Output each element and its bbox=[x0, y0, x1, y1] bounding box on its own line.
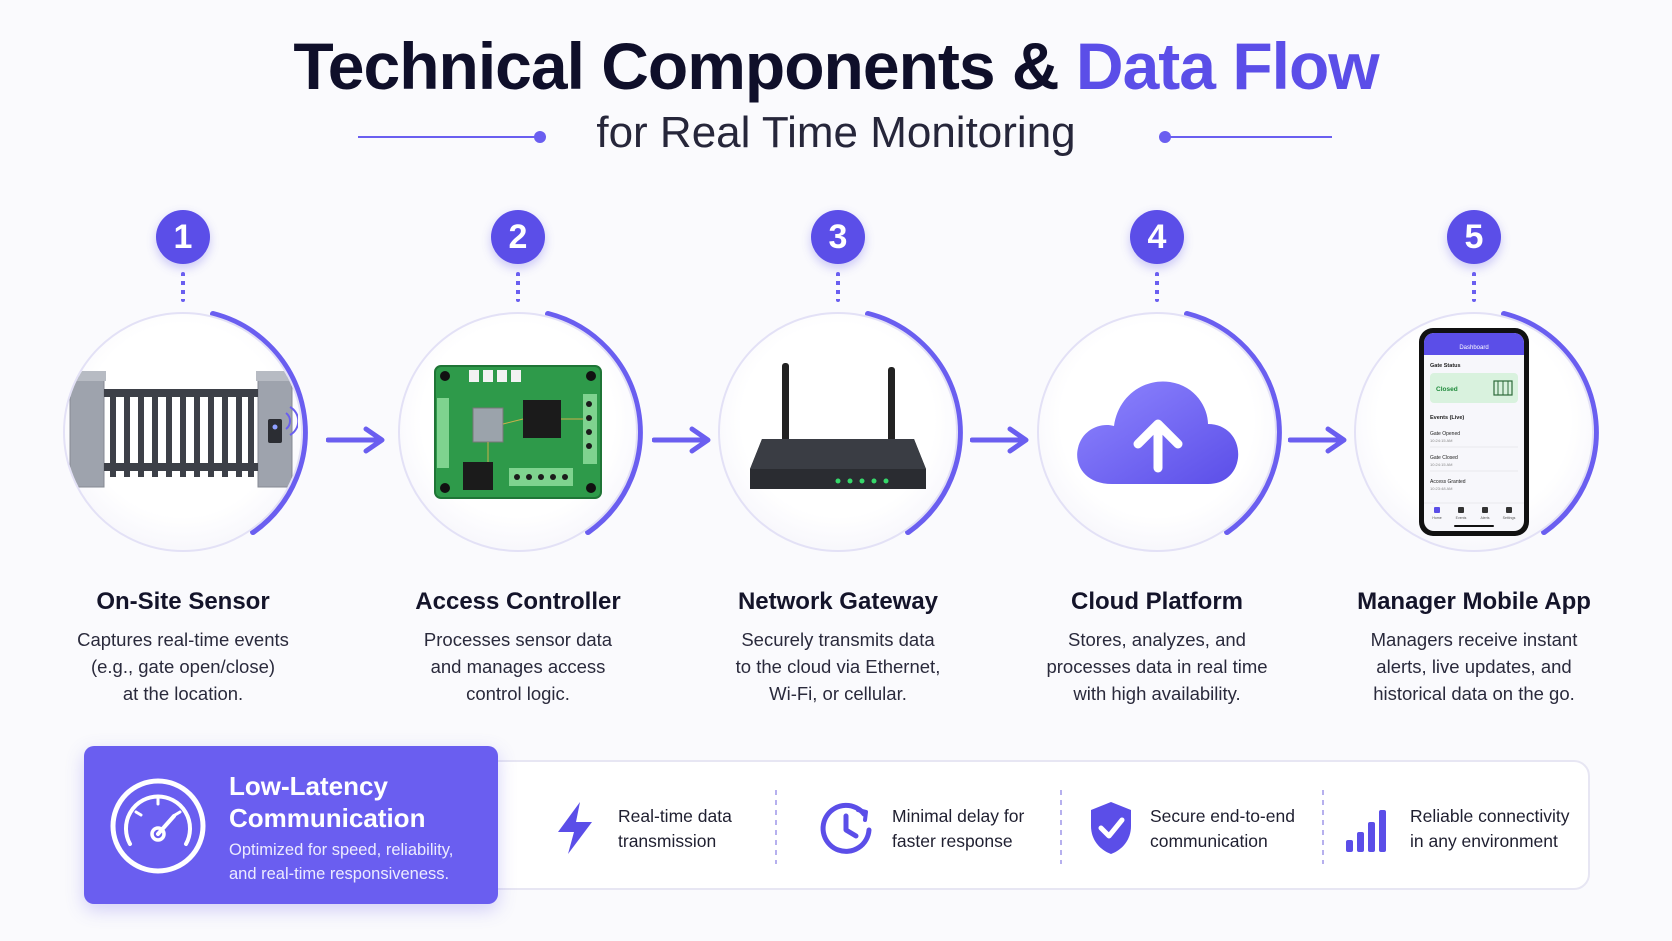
phone-nav-settings: Settings bbox=[1503, 516, 1516, 520]
phone-event: Access Granted bbox=[1430, 479, 1466, 485]
page-subtitle: for Real Time Monitoring bbox=[596, 108, 1076, 157]
shield-check-icon bbox=[1091, 802, 1131, 854]
arrow-right-icon bbox=[326, 426, 385, 454]
step-number-badge: 4 bbox=[1130, 210, 1184, 264]
router-icon bbox=[750, 363, 926, 489]
phone-header: Dashboard bbox=[1459, 345, 1488, 351]
dotted-connector bbox=[516, 272, 520, 302]
subtitle-line-right bbox=[1168, 136, 1332, 138]
step-description: Managers receive instant alerts, live up… bbox=[1370, 629, 1578, 704]
phone-event-time: 10:24:15 AM bbox=[1430, 462, 1452, 467]
phone-nav-home: Home bbox=[1432, 516, 1441, 520]
latency-description: Optimized for speed, reliability,and rea… bbox=[229, 841, 454, 883]
lightning-icon bbox=[558, 802, 592, 854]
progress-arc bbox=[1184, 311, 1282, 535]
arrow-right-icon bbox=[970, 426, 1029, 454]
cloud-image bbox=[1037, 312, 1277, 552]
arrow-right-icon bbox=[1288, 426, 1347, 454]
mobile-app-image: Dashboard Gate Status Closed Events (Liv… bbox=[1354, 312, 1594, 552]
phone-icon: Dashboard Gate Status Closed Events (Liv… bbox=[1419, 328, 1529, 536]
step-description: Securely transmits data to the cloud via… bbox=[735, 629, 941, 704]
step-description: Stores, analyzes, and processes data in … bbox=[1046, 629, 1268, 704]
title-main: Technical Components & bbox=[293, 29, 1076, 103]
step-title: Network Gateway bbox=[737, 588, 939, 615]
phone-gate-status-label: Gate Status bbox=[1430, 363, 1461, 369]
clock-icon bbox=[820, 802, 872, 854]
dotted-connector bbox=[1155, 272, 1159, 302]
step-number-badge: 2 bbox=[491, 210, 545, 264]
page-title: Technical Components & Data Flow bbox=[0, 28, 1672, 104]
step-description: Captures real-time events (e.g., gate op… bbox=[77, 629, 289, 704]
progress-arc bbox=[210, 311, 308, 535]
phone-event-time: 10:24:15 AM bbox=[1430, 438, 1452, 443]
controller-board-image bbox=[398, 312, 638, 552]
phone-event: Gate Opened bbox=[1430, 431, 1460, 437]
speedometer-icon bbox=[110, 778, 206, 874]
router-image bbox=[718, 312, 958, 552]
step-title: Cloud Platform bbox=[1071, 588, 1243, 615]
subtitle-row: for Real Time Monitoring bbox=[0, 108, 1672, 168]
phone-events-label: Events (Live) bbox=[1430, 415, 1464, 421]
dotted-connector bbox=[836, 272, 840, 302]
step-number-badge: 1 bbox=[156, 210, 210, 264]
signal-bars-icon bbox=[1346, 810, 1386, 852]
cloud-upload-icon bbox=[1077, 381, 1239, 484]
subtitle-line-left bbox=[358, 136, 538, 138]
subtitle-dot-right bbox=[1159, 131, 1171, 143]
step-image-circle bbox=[53, 302, 313, 562]
feature-separator bbox=[1060, 790, 1062, 864]
phone-event: Gate Closed bbox=[1430, 455, 1458, 461]
phone-nav-alerts: Alerts bbox=[1481, 516, 1490, 520]
feature-separator bbox=[775, 790, 777, 864]
feature-separator bbox=[1322, 790, 1324, 864]
phone-event-time: 10:23:48 AM bbox=[1430, 486, 1452, 491]
step-title: On-Site Sensor bbox=[96, 588, 270, 615]
step-title: Manager Mobile App bbox=[1357, 588, 1591, 615]
circuit-board-icon bbox=[434, 365, 602, 499]
step-number-badge: 3 bbox=[811, 210, 865, 264]
progress-arc bbox=[865, 311, 963, 535]
title-accent: Data Flow bbox=[1075, 29, 1380, 103]
dotted-connector bbox=[1472, 272, 1476, 302]
step-description: Processes sensor data and manages access… bbox=[423, 629, 613, 704]
arrow-right-icon bbox=[652, 426, 711, 454]
step-title: Access Controller bbox=[415, 588, 621, 615]
phone-status-value: Closed bbox=[1436, 386, 1458, 393]
step-image-circle: Dashboard Gate Status Closed Events (Liv… bbox=[1344, 302, 1604, 562]
progress-arc bbox=[545, 311, 643, 535]
subtitle-dot-left bbox=[534, 131, 546, 143]
dotted-connector bbox=[181, 272, 185, 302]
phone-nav-events: Events bbox=[1456, 516, 1467, 520]
step-number-badge: 5 bbox=[1447, 210, 1501, 264]
gate-sensor-image bbox=[63, 312, 303, 552]
progress-arc bbox=[1501, 311, 1599, 535]
step-image-circle bbox=[1027, 302, 1287, 562]
step-image-circle bbox=[388, 302, 648, 562]
gate-icon bbox=[68, 371, 298, 488]
features-panel bbox=[470, 760, 1590, 890]
step-image-circle bbox=[708, 302, 968, 562]
